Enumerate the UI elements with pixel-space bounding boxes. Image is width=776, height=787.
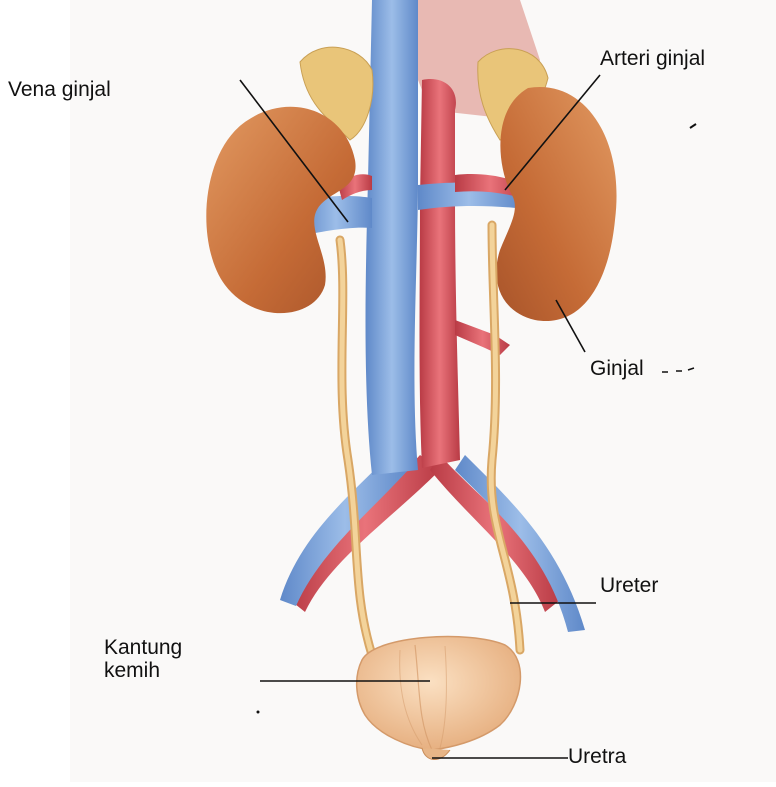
label-ureter: Ureter bbox=[600, 574, 658, 597]
label-uretra: Uretra bbox=[568, 745, 626, 768]
label-kantung-kemih-line1: Kantung bbox=[104, 636, 234, 659]
aorta bbox=[420, 79, 461, 468]
label-arteri-ginjal: Arteri ginjal bbox=[600, 47, 705, 70]
label-kantung-kemih-line2: kemih bbox=[104, 659, 234, 682]
label-kantung-kemih: Kantung kemih bbox=[104, 636, 234, 682]
label-ginjal: Ginjal bbox=[590, 357, 644, 380]
label-vena-ginjal: Vena ginjal bbox=[8, 78, 111, 101]
dot-mark bbox=[257, 711, 260, 714]
vena-cava bbox=[366, 0, 419, 475]
